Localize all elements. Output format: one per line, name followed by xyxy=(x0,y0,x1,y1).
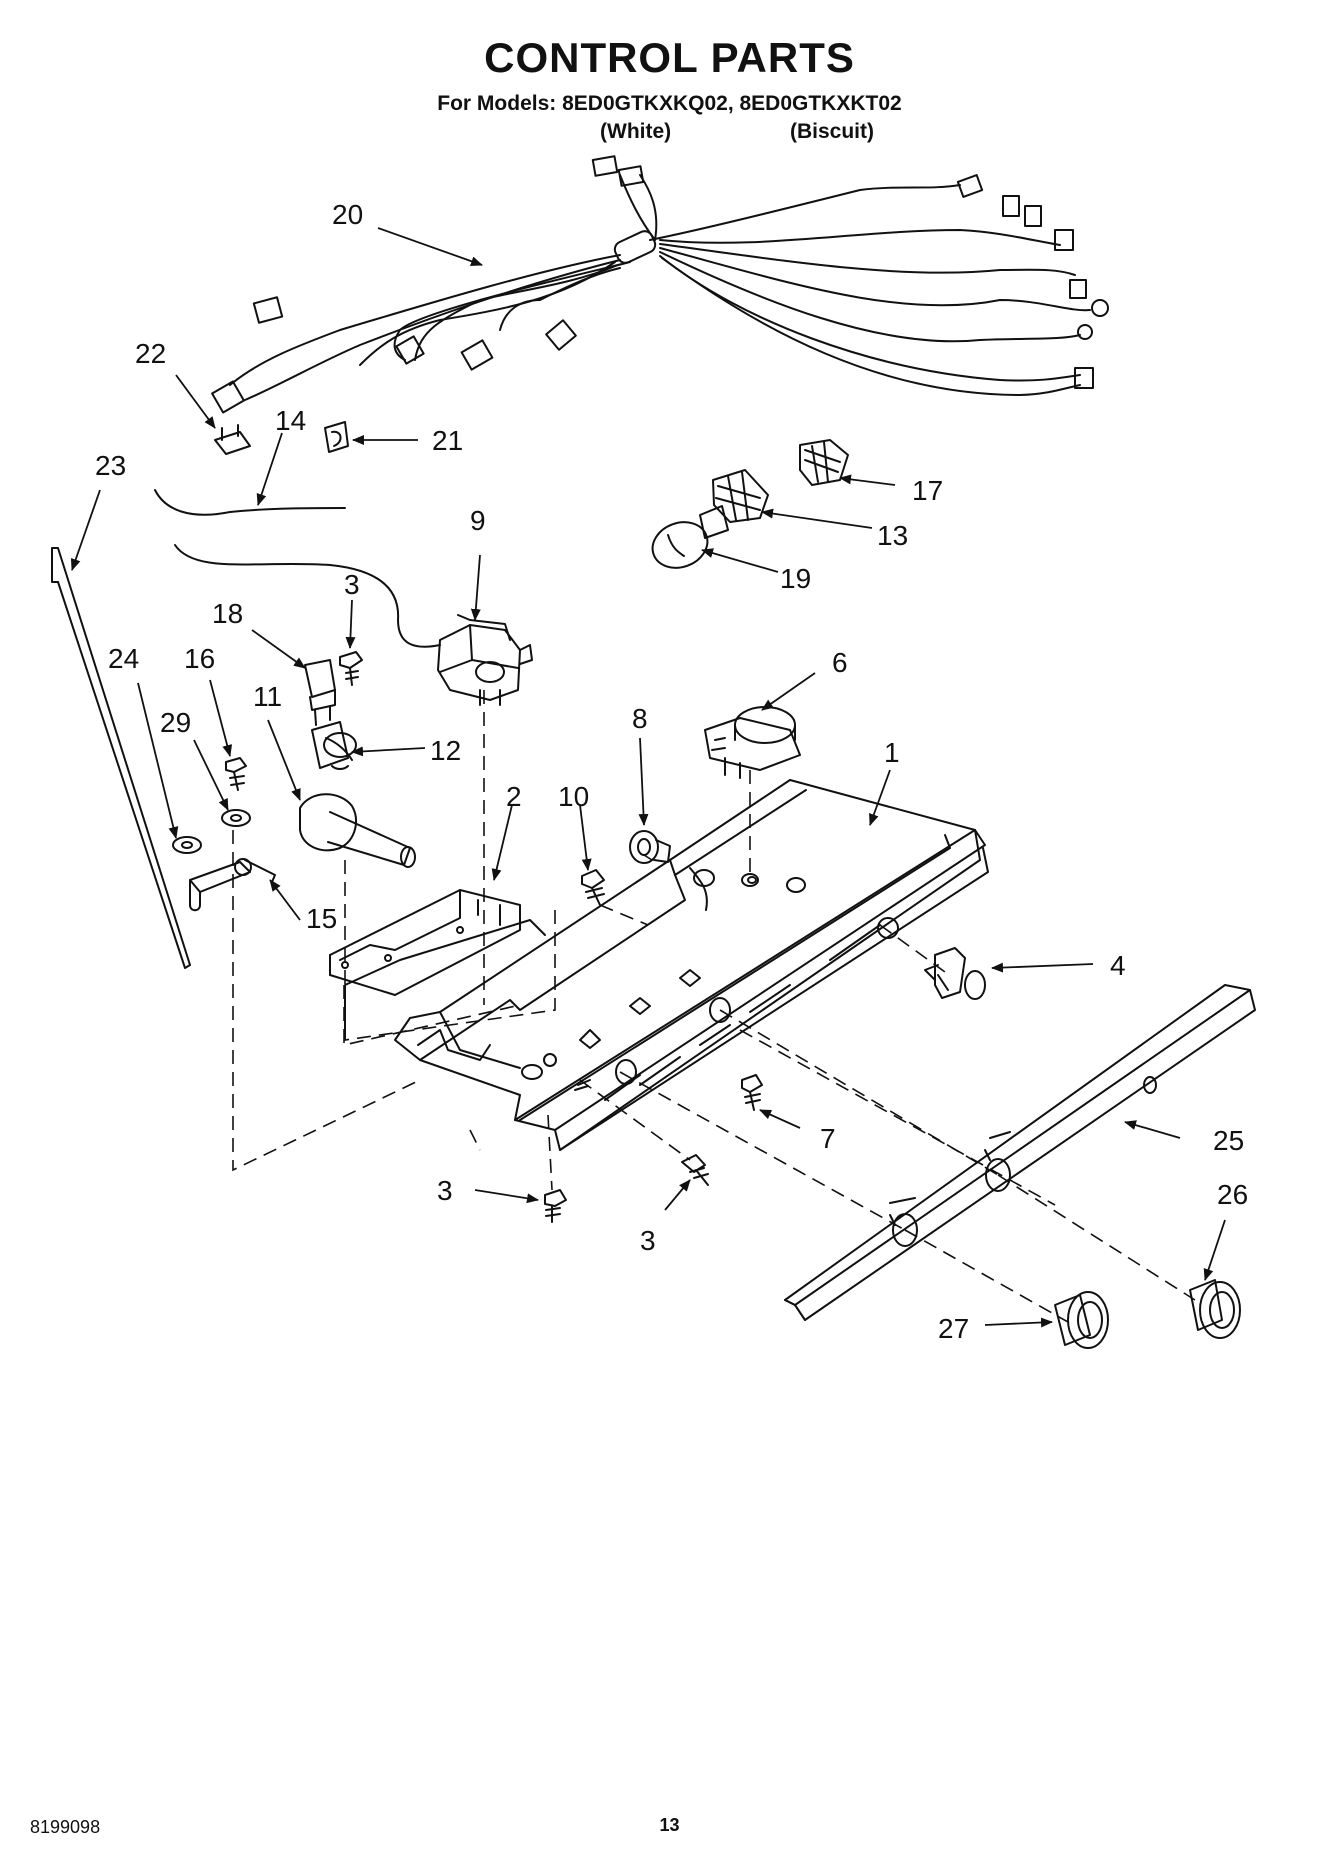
diagram-title: CONTROL PARTS xyxy=(484,34,855,81)
defrost-timer-6 xyxy=(704,706,801,779)
terminal-22 xyxy=(214,424,251,455)
bracket-12 xyxy=(311,721,357,770)
callout-14: 14 xyxy=(275,405,306,436)
callout-25: 25 xyxy=(1213,1125,1244,1156)
leader-arrows xyxy=(70,227,1226,1328)
callout-15: 15 xyxy=(306,903,337,934)
lamp-assembly xyxy=(651,439,849,569)
callout-11: 11 xyxy=(253,681,282,712)
callout-20: 20 xyxy=(332,199,363,230)
callout-19: 19 xyxy=(780,563,811,594)
washer-24 xyxy=(172,836,202,854)
callout-7: 7 xyxy=(820,1123,836,1154)
document-number: 8199098 xyxy=(30,1817,101,1837)
callout-24: 24 xyxy=(108,643,139,674)
switch-4 xyxy=(924,947,986,1000)
callout-21: 21 xyxy=(432,425,463,456)
washer-29 xyxy=(221,809,251,827)
variant-white: (White) xyxy=(600,120,672,143)
callout-9: 9 xyxy=(470,505,486,536)
callout-4: 4 xyxy=(1110,950,1126,981)
screw-7 xyxy=(741,1074,763,1111)
callout-labels: 20 22 14 21 23 17 13 19 9 3 18 24 16 11 … xyxy=(95,199,1248,1344)
screw-16 xyxy=(225,757,247,791)
callout-18: 18 xyxy=(212,598,243,629)
screw-10 xyxy=(581,869,605,906)
callout-3-lower-right: 3 xyxy=(640,1225,656,1256)
callout-27: 27 xyxy=(938,1313,969,1344)
knob-26 xyxy=(1189,1279,1241,1339)
rod-23 xyxy=(51,547,191,969)
callout-17: 17 xyxy=(912,475,943,506)
clip-21 xyxy=(324,421,349,453)
callout-22: 22 xyxy=(135,338,166,369)
callout-23: 23 xyxy=(95,450,126,481)
grommet-8 xyxy=(629,830,671,864)
control-11 xyxy=(299,793,416,868)
switch-9 xyxy=(437,614,533,706)
callout-12: 12 xyxy=(430,735,461,766)
screw-3-lower-left xyxy=(544,1189,567,1223)
callout-26: 26 xyxy=(1217,1179,1248,1210)
wire-harness xyxy=(211,155,1109,414)
wire-14 xyxy=(154,489,441,648)
models-line: For Models: 8ED0GTKXKQ02, 8ED0GTKXKT02 xyxy=(437,92,902,115)
callout-29: 29 xyxy=(160,707,191,738)
control-panel-25 xyxy=(784,984,1256,1321)
assembly-lines xyxy=(232,690,1196,1323)
page-number: 13 xyxy=(659,1815,680,1835)
control-housing-1 xyxy=(394,779,989,1151)
variant-biscuit: (Biscuit) xyxy=(790,120,874,143)
clip-18 xyxy=(304,659,336,726)
screw-3-lower-right xyxy=(681,1154,709,1186)
callout-3-upper: 3 xyxy=(344,569,360,600)
callout-16: 16 xyxy=(184,643,215,674)
screw-3-upper xyxy=(339,651,363,686)
knob-27 xyxy=(1054,1291,1109,1349)
callout-2: 2 xyxy=(506,781,522,812)
callout-6: 6 xyxy=(832,647,848,678)
callout-3-lower-left: 3 xyxy=(437,1175,453,1206)
callout-13: 13 xyxy=(877,520,908,551)
callout-1: 1 xyxy=(884,737,900,768)
callout-10: 10 xyxy=(558,781,589,812)
callout-8: 8 xyxy=(632,703,648,734)
